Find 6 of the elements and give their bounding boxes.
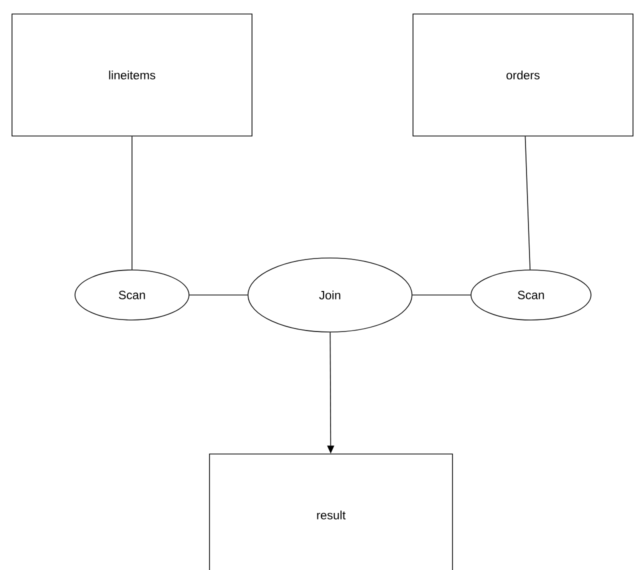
connector-line [412, 294, 471, 296]
table-box: lineitems [12, 14, 252, 136]
connector-line [524, 136, 530, 270]
connector-line [189, 294, 248, 296]
result-box: result [209, 454, 453, 570]
table-box: orders [412, 14, 634, 136]
